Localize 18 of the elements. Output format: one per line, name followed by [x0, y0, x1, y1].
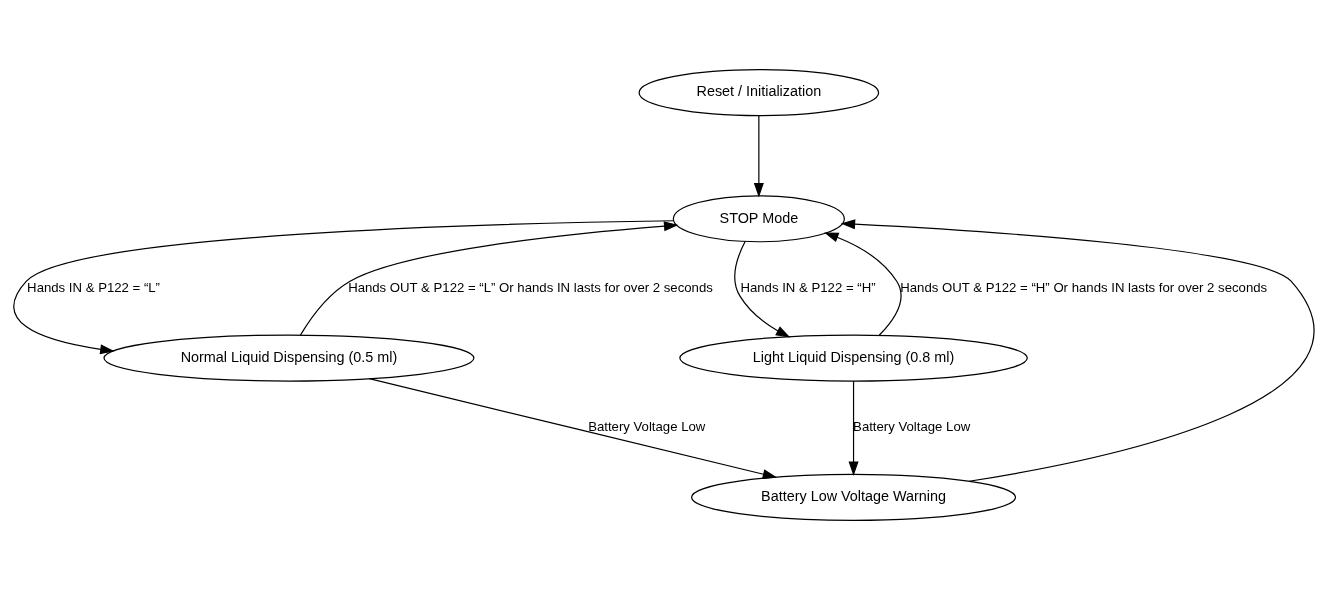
arrow: [734, 240, 791, 337]
arrow: [13, 219, 675, 354]
arrow: [368, 377, 778, 479]
arrow: [840, 218, 1315, 482]
node-ellipse: Light Liquid Dispensing (0.8 ml): [679, 333, 1028, 382]
edge-label: Hands OUT & P122 = “H” Or hands IN lasts for over 2 seconds: [900, 279, 1268, 295]
node-ellipse: Normal Liquid Dispensing (0.5 ml): [103, 333, 475, 382]
edge-label: Hands IN & P122 = “L”: [27, 279, 161, 295]
arrow: [824, 231, 902, 336]
edge-label: Battery Voltage Low: [853, 418, 971, 434]
edge-label: Battery Voltage Low: [588, 418, 706, 434]
edge-label: Hands OUT & P122 = “L” Or hands IN lasts for over 2 seconds: [348, 279, 713, 295]
node-ellipse: Reset / Initialization: [638, 68, 880, 116]
arrow: [753, 114, 764, 197]
node-ellipse: Battery Low Voltage Warning: [691, 473, 1017, 521]
arrow: [299, 220, 679, 336]
edge-label: Hands IN & P122 = “H”: [740, 279, 876, 295]
arrow: [848, 379, 859, 476]
